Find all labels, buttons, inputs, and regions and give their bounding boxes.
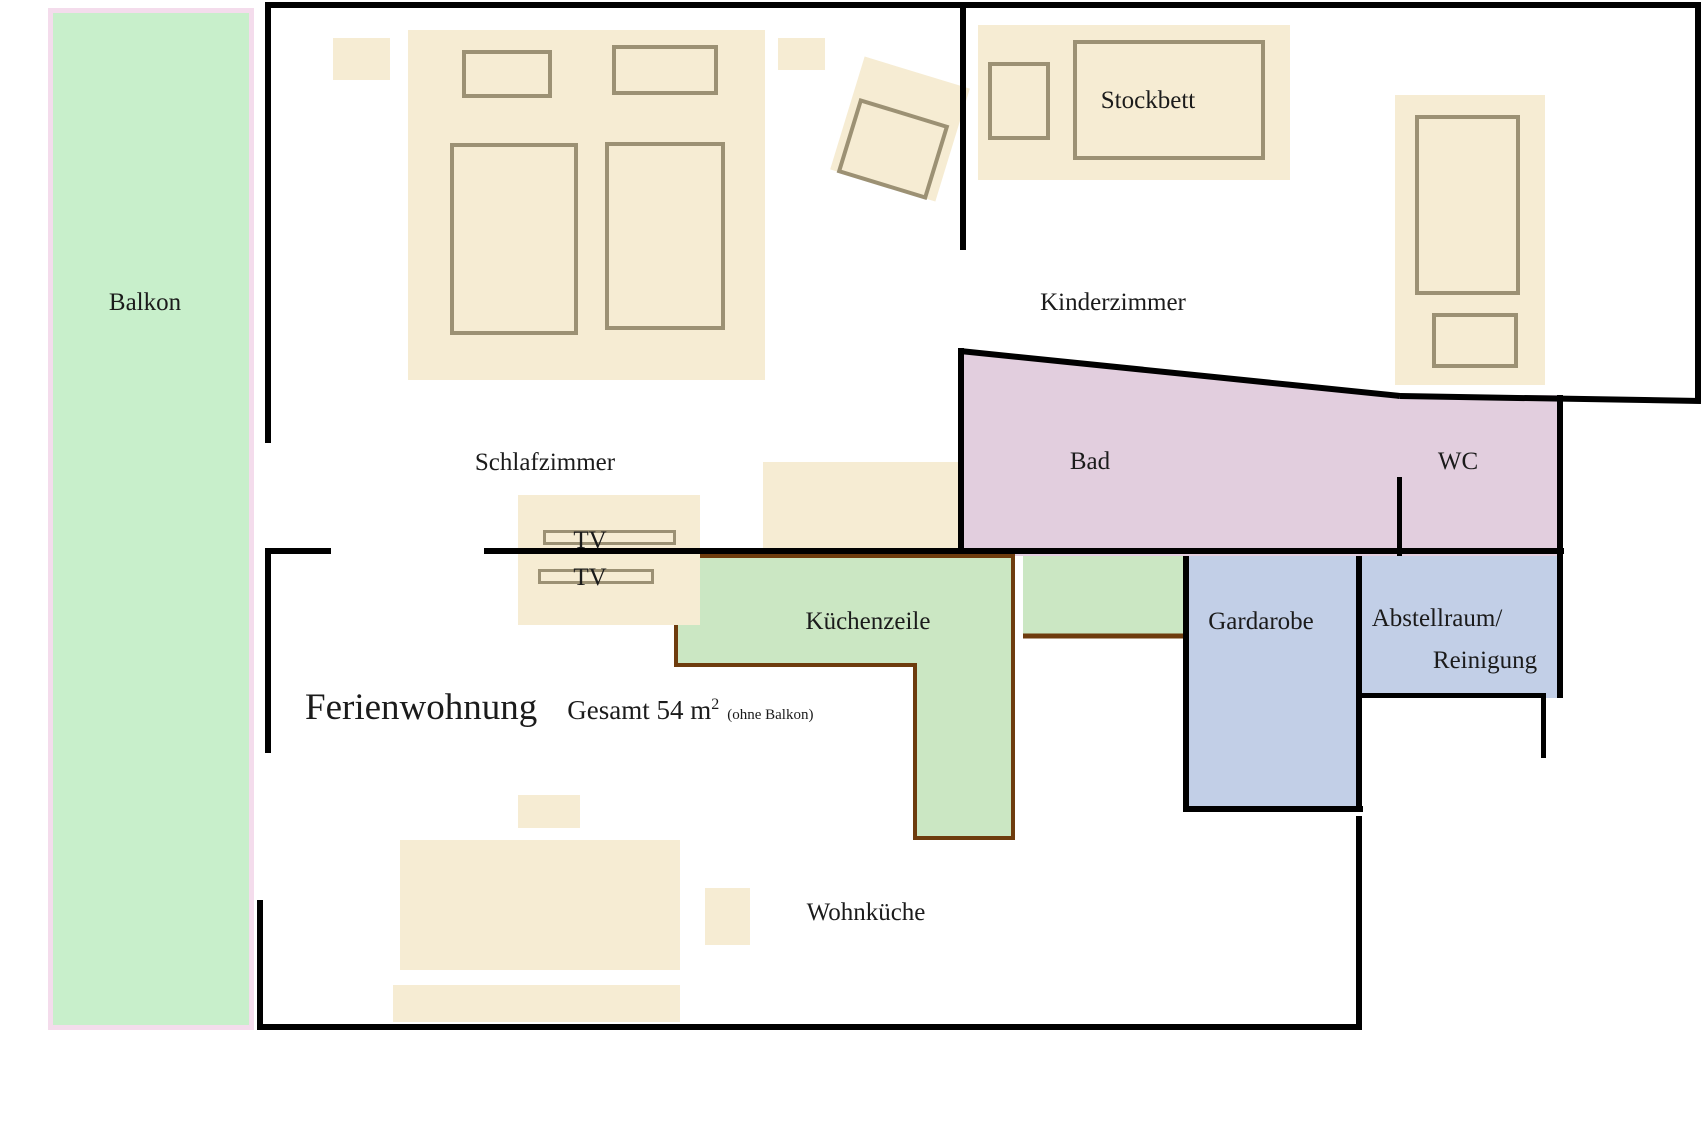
nightstand	[778, 38, 825, 70]
double-bed	[408, 30, 765, 380]
label-bad: Bad	[1069, 448, 1111, 475]
wall	[1356, 556, 1362, 808]
wall	[265, 550, 271, 753]
tv-board	[518, 495, 700, 625]
single-bed-pillow	[1432, 313, 1518, 368]
sideboard-small	[518, 795, 580, 828]
wall	[265, 2, 271, 443]
wall-bad-top-sloped	[959, 348, 1401, 399]
plan-area-text: Gesamt 54 m	[567, 695, 712, 725]
wall	[1557, 395, 1563, 698]
plan-area: Gesamt 54 m2	[567, 695, 719, 726]
label-gardarobe: Gardarobe	[1208, 608, 1314, 635]
label-kinderzimmer: Kinderzimmer	[1040, 289, 1186, 316]
single-bed	[1395, 95, 1545, 385]
plan-area-sup: 2	[711, 696, 720, 713]
plan-title-block: Ferienwohnung Gesamt 54 m2 (ohne Balkon)	[305, 686, 813, 729]
wall	[1183, 556, 1189, 812]
bunk-bed-mattress	[1073, 40, 1265, 160]
wall	[1695, 2, 1701, 402]
bench	[393, 985, 680, 1022]
bunk-bed	[978, 25, 1290, 180]
wall	[257, 900, 263, 1030]
kitchen-block-right	[1023, 556, 1183, 636]
wall	[484, 548, 1564, 554]
mattress-left	[450, 143, 578, 335]
wall	[1397, 477, 1402, 556]
label-balkon: Balkon	[108, 289, 182, 316]
single-bed-mattress	[1415, 115, 1520, 295]
wall	[958, 348, 964, 554]
plan-title: Ferienwohnung	[305, 687, 538, 728]
label-schlafzimmer: Schlafzimmer	[474, 449, 616, 476]
wall	[270, 2, 1701, 8]
label-wc: WC	[1437, 448, 1479, 475]
label-kuechenzeile: Küchenzeile	[805, 608, 931, 635]
room-abstellraum	[1362, 556, 1558, 698]
wall-wc-top-sloped	[1399, 393, 1701, 404]
pillow-left	[462, 50, 552, 98]
bunk-bed-ladder	[988, 62, 1050, 140]
label-stockbett: Stockbett	[1100, 87, 1196, 114]
label-tv-upper: TV	[573, 527, 607, 554]
pillow-right	[612, 45, 718, 95]
kitchen-counter	[763, 462, 962, 554]
plan-area-note: (ohne Balkon)	[727, 707, 814, 723]
wall	[1541, 693, 1546, 758]
tv-unit-upper	[543, 530, 676, 545]
wall	[1358, 693, 1546, 698]
wall	[265, 548, 331, 554]
label-tv-lower: TV	[573, 564, 607, 591]
wall	[1356, 816, 1362, 1030]
label-wohnkueche: Wohnküche	[806, 899, 926, 926]
bedroom-cabinet	[333, 38, 390, 80]
wall	[257, 1024, 1362, 1030]
label-abstellraum-line2: Reinigung	[1432, 647, 1538, 674]
mattress-right	[605, 142, 725, 330]
dining-table	[400, 840, 680, 970]
room-gardarobe	[1189, 556, 1356, 808]
room-balkon	[48, 8, 254, 1030]
room-bad	[962, 350, 1400, 556]
room-kuechenzeile	[674, 554, 1015, 840]
side-table	[705, 888, 750, 945]
tv-unit-lower	[538, 569, 654, 584]
wall	[1183, 806, 1363, 812]
room-wc	[1400, 395, 1560, 556]
wall	[960, 2, 966, 250]
label-abstellraum-line1: Abstellraum/	[1371, 605, 1503, 632]
